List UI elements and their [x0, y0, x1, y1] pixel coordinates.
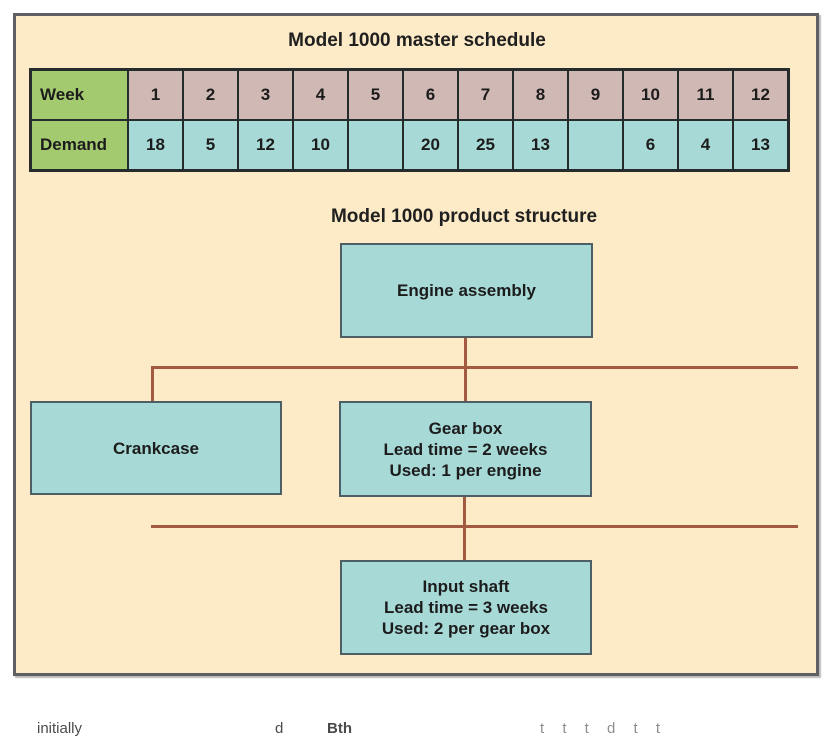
week-cell: 12: [733, 70, 788, 120]
week-cell: 6: [403, 70, 458, 120]
demand-row-header: Demand: [31, 120, 128, 170]
demand-cell: 20: [403, 120, 458, 170]
engine-assembly-label: Engine assembly: [397, 281, 536, 300]
demand-cell: 13: [513, 120, 568, 170]
demand-cell: 4: [678, 120, 733, 170]
gearbox-node: Gear box Lead time = 2 weeks Used: 1 per…: [339, 401, 592, 497]
connector-engine-to-level1: [464, 337, 467, 402]
week-cell: 9: [568, 70, 623, 120]
master-schedule-table: Week 1 2 3 4 5 6 7 8 9 10 11 12 Demand 1…: [29, 68, 790, 172]
product-structure-title: Model 1000 product structure: [330, 206, 598, 227]
week-cell: 10: [623, 70, 678, 120]
demand-cell: [568, 120, 623, 170]
week-cell: 1: [128, 70, 183, 120]
week-cell: 3: [238, 70, 293, 120]
demand-cell: 18: [128, 120, 183, 170]
week-cell: 4: [293, 70, 348, 120]
demand-cell: 25: [458, 120, 513, 170]
connector-gearbox-to-inputshaft: [463, 496, 466, 561]
cropped-text-fragment: d: [275, 720, 284, 737]
demand-cell: 13: [733, 120, 788, 170]
demand-cell: 12: [238, 120, 293, 170]
input-shaft-label: Input shaft: [422, 577, 510, 596]
demand-cell: 5: [183, 120, 238, 170]
gearbox-lead-time: Lead time = 2 weeks: [383, 439, 548, 459]
gearbox-label: Gear box: [428, 418, 503, 438]
cropped-text-fragment: Bth: [327, 720, 352, 737]
input-shaft-node: Input shaft Lead time = 3 weeks Used: 2 …: [340, 560, 592, 655]
gearbox-usage: Used: 1 per engine: [389, 460, 542, 480]
week-cell: 8: [513, 70, 568, 120]
week-cell: 7: [458, 70, 513, 120]
engine-assembly-node: Engine assembly: [340, 243, 593, 338]
week-cell: 5: [348, 70, 403, 120]
connector-level1-to-crankcase: [151, 366, 154, 402]
crankcase-label: Crankcase: [112, 438, 199, 458]
master-schedule-title: Model 1000 master schedule: [288, 30, 546, 51]
crankcase-node: Crankcase: [30, 401, 282, 495]
demand-cell: 10: [293, 120, 348, 170]
cropped-text-fragment: initially: [37, 720, 83, 737]
week-cell: 11: [678, 70, 733, 120]
input-shaft-usage: Used: 2 per gear box: [381, 619, 551, 638]
week-cell: 2: [183, 70, 238, 120]
cropped-text-fragment: t t t d t t: [540, 720, 661, 737]
connector-level2-horizontal: [151, 525, 798, 528]
demand-cell: [348, 120, 403, 170]
connector-level1-horizontal: [151, 366, 798, 369]
demand-cell: 6: [623, 120, 678, 170]
week-row-header: Week: [31, 70, 128, 120]
input-shaft-lead-time: Lead time = 3 weeks: [384, 598, 548, 617]
